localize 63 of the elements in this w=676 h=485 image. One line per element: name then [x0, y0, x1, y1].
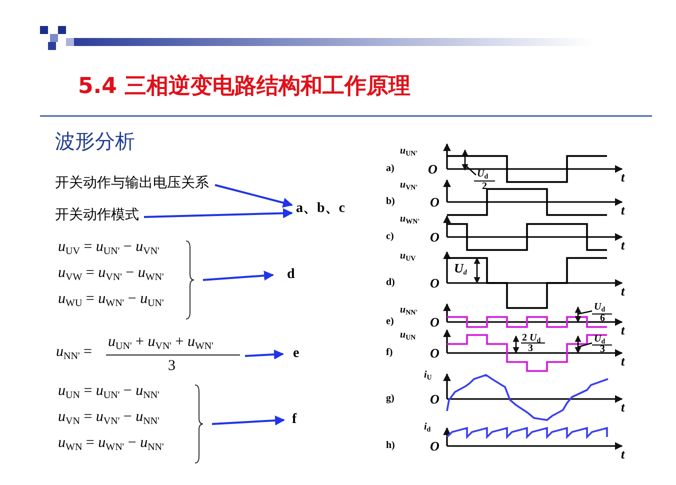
axis-label: u$_{UN'}$	[400, 146, 418, 158]
axis-label: 3	[600, 345, 605, 355]
axis-label: O	[430, 230, 440, 244]
axis-label: U$_{d}$	[454, 262, 467, 276]
axis-label: i$_{d}$	[424, 422, 431, 434]
axis-label: u$_{NN'}$	[400, 306, 418, 316]
result-label: e	[293, 347, 300, 361]
panel-label: a)	[386, 164, 394, 174]
panel-label: h)	[386, 441, 395, 451]
axis-label: U$_{d}$	[477, 170, 488, 180]
axis-label: O	[430, 196, 440, 208]
axis-label: t	[621, 238, 625, 252]
panel-label: g)	[386, 394, 394, 404]
arrow	[144, 208, 293, 218]
axis-label: t	[621, 284, 625, 298]
axis-label: 3	[528, 344, 533, 354]
arrow	[214, 184, 293, 208]
section-heading: 波形分析	[55, 131, 135, 151]
result-label: a、b、c	[296, 202, 345, 216]
panel-label: f)	[386, 348, 393, 358]
formula: u$_{NN'}$ =	[56, 345, 92, 362]
axis-label: 6	[600, 314, 605, 324]
axis-label: O	[430, 392, 440, 406]
formula: u$_{VW}$ = u$_{VN'}$ − u$_{WN'}$	[58, 266, 164, 283]
axis-label: O	[428, 162, 438, 176]
label-text: 开关动作与输出电压关系	[55, 176, 209, 190]
arrow	[244, 349, 284, 360]
axis-label: i$_{U}$	[424, 370, 432, 382]
axis-label: t	[621, 448, 625, 460]
axis-label: u$_{WN'}$	[400, 214, 420, 226]
panel-label: c)	[386, 232, 394, 242]
axis-label: U$_{d}$	[594, 334, 606, 346]
label-text: 开关动作模式	[55, 208, 139, 222]
axis-label: O	[430, 316, 440, 328]
axis-label: u$_{UV}$	[400, 252, 416, 262]
result-label: f	[292, 413, 297, 427]
axis-label: u$_{UN}$	[400, 330, 416, 342]
numerator: u$_{UN'}$ + u$_{VN'}$ + u$_{WN'}$	[108, 335, 214, 352]
axis-label: t	[621, 354, 625, 368]
axis-label: 2 U$_{d}$	[522, 334, 541, 344]
formula: u$_{UN}$ = u$_{UN'}$ − u$_{NN'}$	[58, 384, 160, 401]
formula: u$_{WN}$ = u$_{WN'}$ − u$_{NN'}$	[58, 436, 164, 453]
axis-label: t	[621, 170, 625, 184]
arrow	[202, 270, 274, 281]
axis-label: 2	[482, 182, 487, 192]
axis-label: t	[621, 400, 625, 414]
denominator: 3	[168, 359, 176, 374]
axis-label: O	[430, 346, 440, 360]
panel-label: e)	[386, 317, 394, 327]
formula: u$_{WU}$ = u$_{WN'}$ − u$_{UN'}$	[58, 292, 164, 309]
axis-label: t	[621, 324, 625, 336]
panel-label: b)	[386, 197, 395, 207]
panel-label: d)	[386, 278, 395, 288]
formula: u$_{VN}$ = u$_{VN'}$ − u$_{NN'}$	[58, 410, 160, 427]
formula: u$_{UV}$ = u$_{UN'}$ − u$_{VN'}$	[58, 240, 160, 257]
axis-label: U$_{d}$	[594, 302, 606, 314]
axis-label: O	[430, 440, 440, 452]
axis-label: t	[621, 204, 625, 216]
slide-title: 5.4 三相逆变电路结构和工作原理	[78, 76, 411, 98]
axis-label: O	[430, 276, 440, 290]
result-label: d	[287, 268, 295, 282]
axis-label: u$_{VN'}$	[400, 180, 418, 192]
arrow	[212, 416, 285, 426]
